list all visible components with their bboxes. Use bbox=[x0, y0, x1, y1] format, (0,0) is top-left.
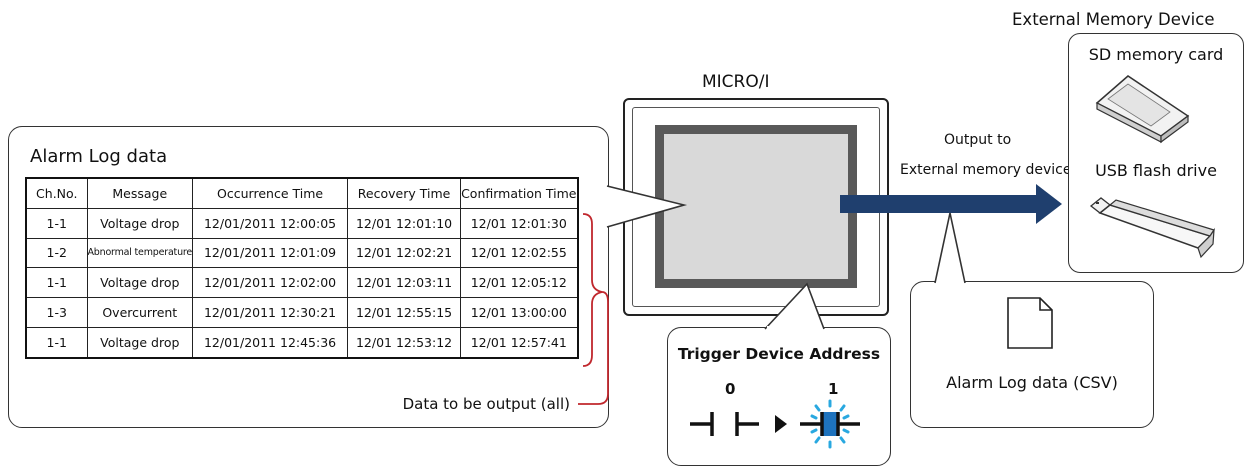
trigger-title: Trigger Device Address bbox=[677, 345, 881, 363]
table-row: 1-2 Abnormal temperature 12/01/2011 12:0… bbox=[25, 237, 578, 269]
table-cell: 12/01/2011 12:00:05 bbox=[192, 207, 349, 239]
table-cell: 12/01/2011 12:45:36 bbox=[192, 326, 349, 359]
output-scope-label: Data to be output (all) bbox=[402, 395, 570, 413]
transition-arrow-icon bbox=[775, 415, 787, 433]
table-row: 1-1 Voltage drop 12/01/2011 12:02:00 12/… bbox=[25, 267, 578, 299]
alarm-log-title: Alarm Log data bbox=[30, 146, 168, 167]
output-bracket-lead bbox=[578, 291, 609, 405]
alarm-callout-pointer bbox=[602, 185, 684, 228]
trigger-bit-after: 1 bbox=[828, 380, 839, 398]
column-header: Ch.No. bbox=[25, 177, 88, 209]
table-cell: Voltage drop bbox=[86, 326, 194, 359]
table-cell: 1-1 bbox=[25, 326, 88, 359]
csv-callout bbox=[910, 281, 1154, 428]
table-cell: 1-1 bbox=[25, 267, 88, 299]
table-cell: 12/01 12:02:21 bbox=[347, 237, 462, 269]
output-to-label: Output to bbox=[944, 132, 1012, 148]
trigger-bit-before: 0 bbox=[725, 380, 736, 398]
table-cell: 12/01/2011 12:01:09 bbox=[192, 237, 349, 269]
external-memory-device-label: External memory device bbox=[900, 162, 1072, 178]
table-cell: 12/01 12:53:12 bbox=[347, 326, 462, 359]
table-cell: 12/01 12:01:30 bbox=[460, 207, 578, 239]
table-cell: Voltage drop bbox=[86, 267, 194, 299]
output-bracket bbox=[582, 213, 603, 367]
table-cell: 1-3 bbox=[25, 297, 88, 328]
sd-card-label: SD memory card bbox=[1088, 45, 1224, 64]
table-cell: 12/01 12:01:10 bbox=[347, 207, 462, 239]
usb-drive-label: USB flash drive bbox=[1095, 161, 1217, 180]
column-header: Recovery Time bbox=[347, 177, 462, 209]
table-header-row: Ch.No. Message Occurrence Time Recovery … bbox=[25, 177, 578, 209]
alarm-log-table: Ch.No. Message Occurrence Time Recovery … bbox=[25, 177, 579, 359]
document-icon bbox=[1007, 297, 1053, 349]
micro-title: MICRO/I bbox=[702, 72, 770, 92]
table-cell: 12/01 12:57:41 bbox=[460, 326, 578, 359]
usb-drive-icon bbox=[1089, 197, 1215, 259]
contact-off-icon bbox=[690, 412, 759, 436]
table-cell: 12/01 12:03:11 bbox=[347, 267, 462, 299]
contact-on-icon bbox=[800, 412, 860, 436]
table-row: 1-1 Voltage drop 12/01/2011 12:45:36 12/… bbox=[25, 326, 578, 359]
csv-label: Alarm Log data (CSV) bbox=[946, 373, 1118, 392]
table-cell: Overcurrent bbox=[86, 297, 194, 328]
csv-callout-pointer bbox=[934, 212, 966, 284]
alarm-callout-pointer-outline bbox=[606, 185, 688, 228]
table-cell: 12/01 12:05:12 bbox=[460, 267, 578, 299]
output-arrow-head bbox=[1036, 184, 1062, 224]
sd-card-icon bbox=[1095, 75, 1190, 144]
output-arrow-body bbox=[840, 195, 1038, 213]
trigger-callout-pointer bbox=[764, 282, 825, 330]
contact-glow-icon bbox=[810, 399, 850, 449]
table-row: 1-1 Voltage drop 12/01/2011 12:00:05 12/… bbox=[25, 207, 578, 239]
column-header: Message bbox=[86, 177, 194, 209]
external-memory-title: External Memory Device bbox=[1012, 10, 1215, 29]
column-header: Confirmation Time bbox=[460, 177, 578, 209]
table-cell: 12/01 12:02:55 bbox=[460, 237, 578, 269]
